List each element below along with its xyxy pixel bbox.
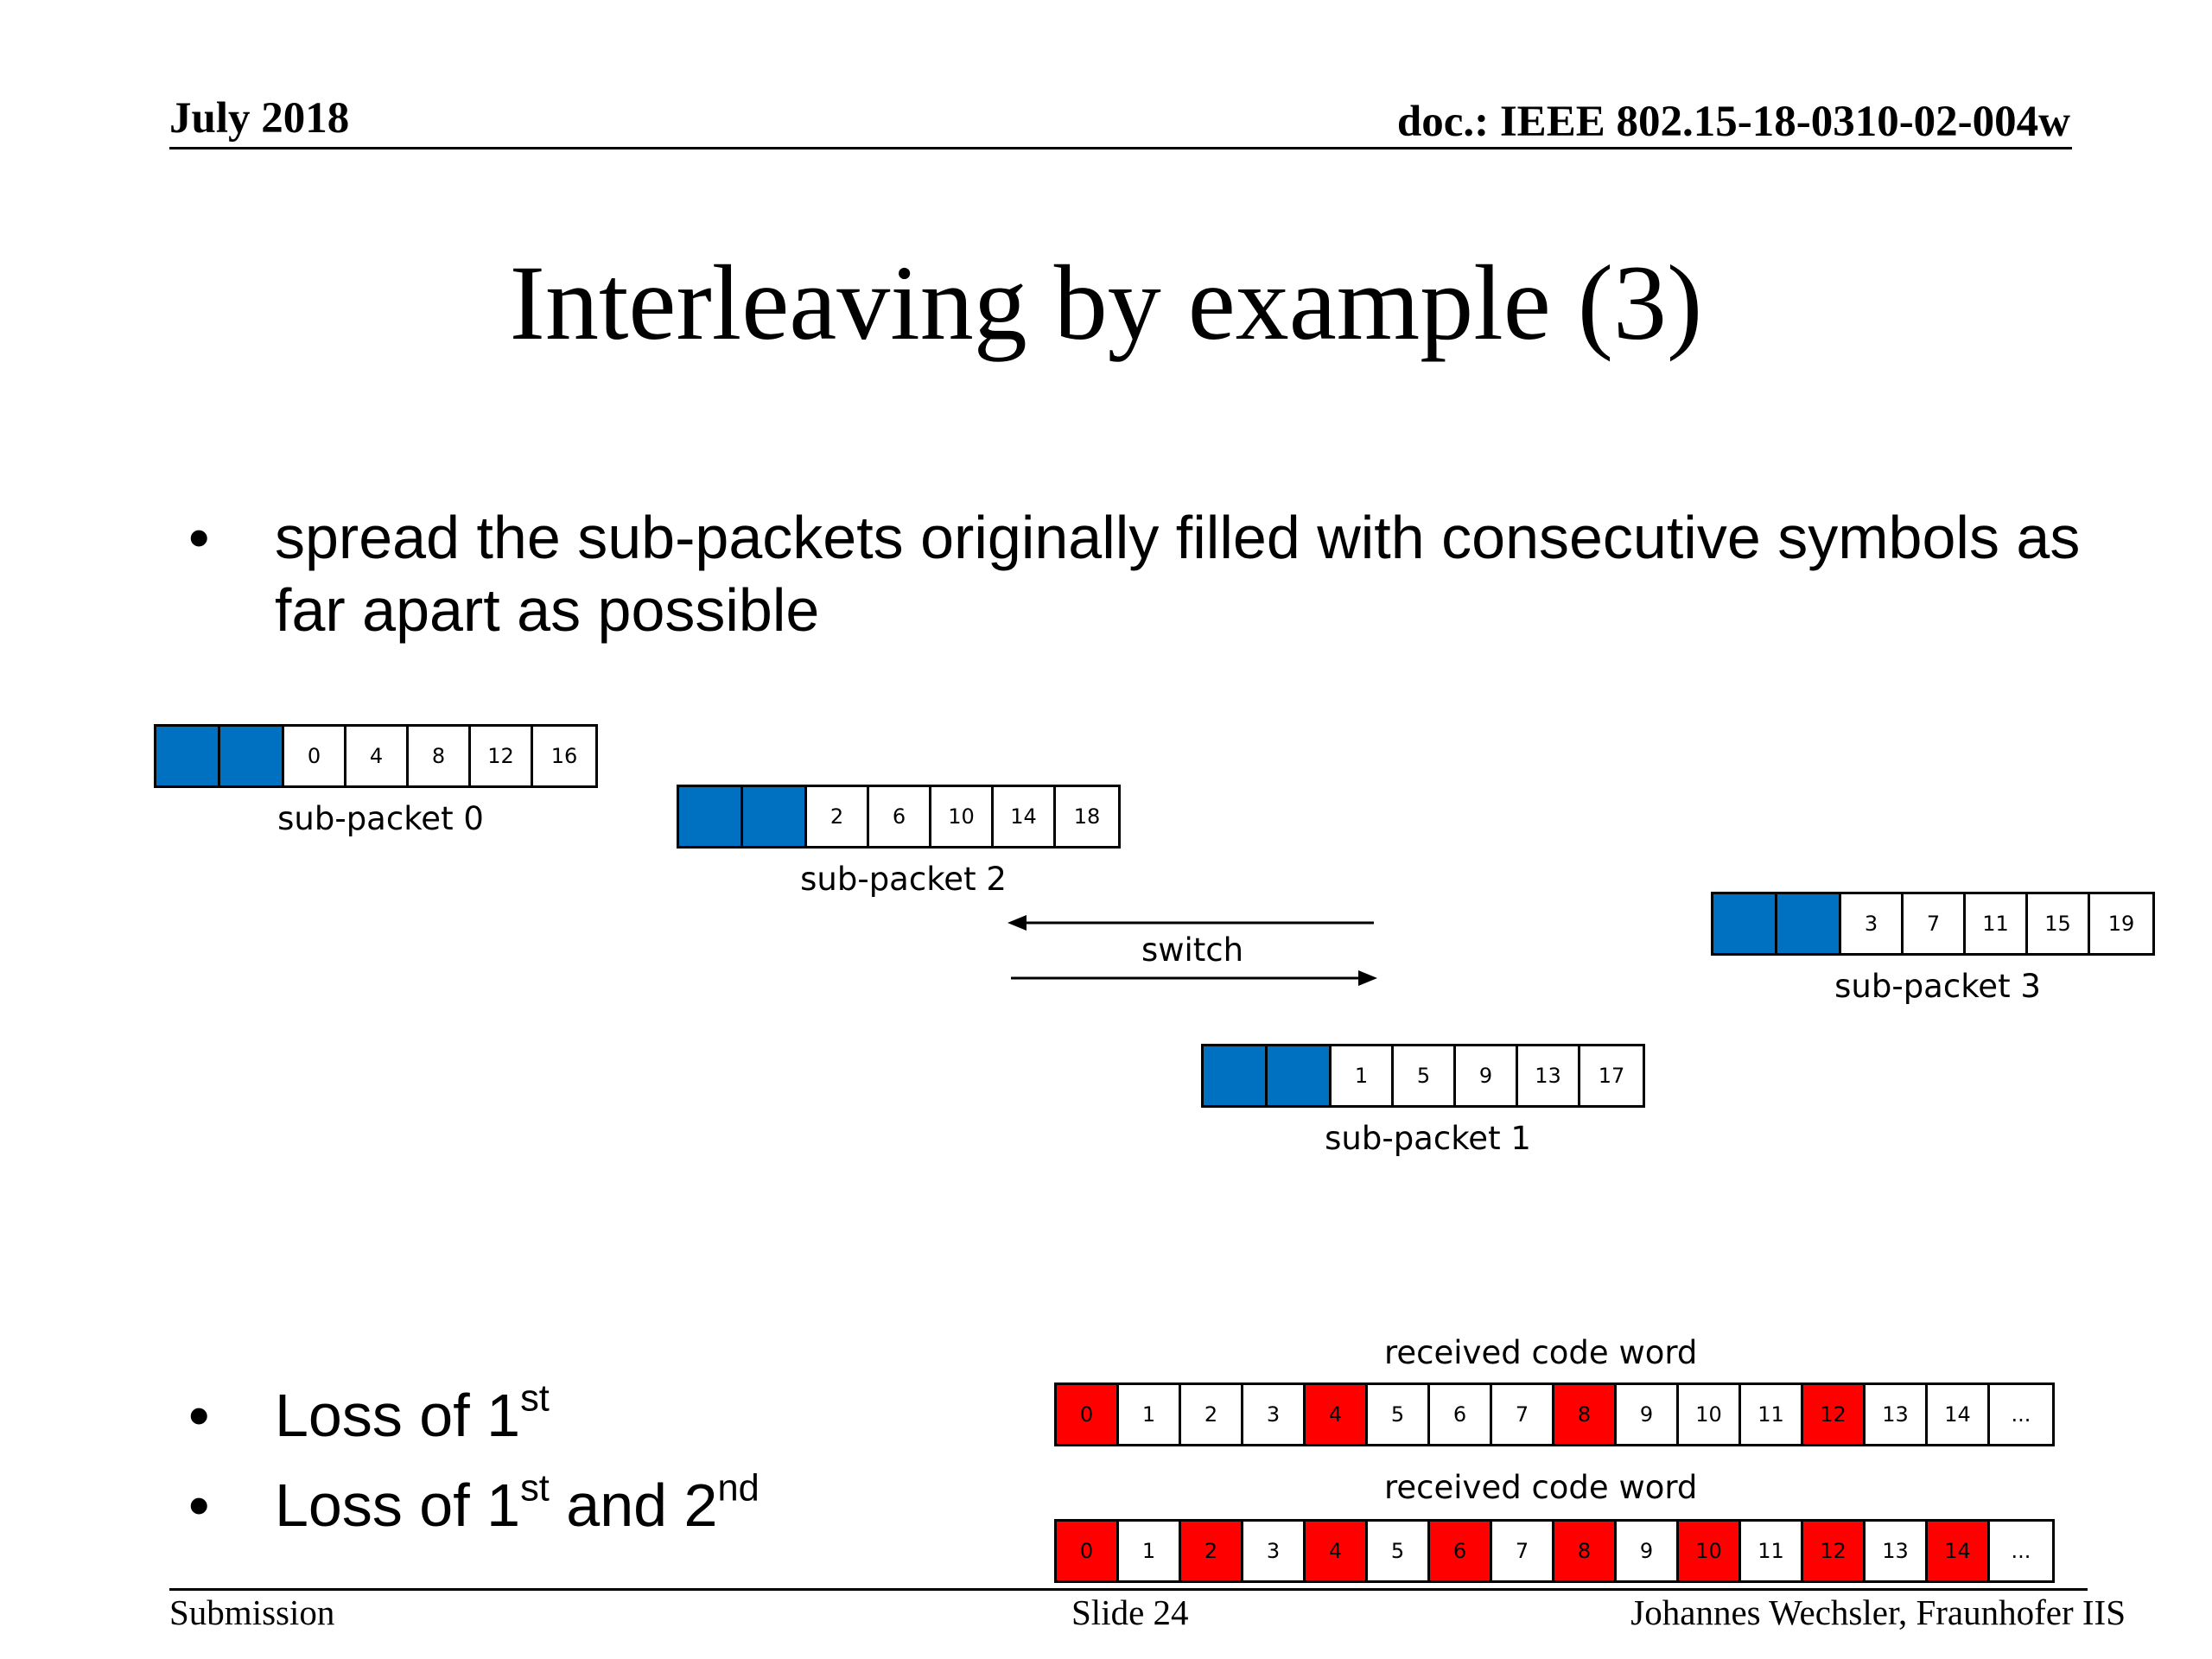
lost-symbol-cell: 4 xyxy=(1306,1522,1368,1580)
symbol-cell: 17 xyxy=(1580,1046,1643,1105)
symbol-cell: 13 xyxy=(1866,1385,1928,1444)
subpacket-3-label: sub-packet 3 xyxy=(1834,968,2041,1005)
lost-symbol-cell: 14 xyxy=(1928,1522,1990,1580)
symbol-cell: 5 xyxy=(1394,1046,1456,1105)
subpacket-header-block xyxy=(1777,894,1841,953)
footer-slide-number: Slide 24 xyxy=(1071,1592,1189,1632)
symbol-cell: 15 xyxy=(2028,894,2090,953)
symbol-cell: 8 xyxy=(409,727,471,785)
symbol-cell: 16 xyxy=(533,727,595,785)
subpacket-0-label: sub-packet 0 xyxy=(277,800,484,837)
symbol-cell: 5 xyxy=(1368,1385,1430,1444)
lost-symbol-cell: 8 xyxy=(1554,1522,1617,1580)
symbol-cell: 12 xyxy=(471,727,533,785)
bullet-loss-text-2: and 2 xyxy=(549,1471,718,1539)
lost-symbol-cell: 12 xyxy=(1803,1522,1866,1580)
subpacket-header-block xyxy=(156,727,220,785)
symbol-cell: 14 xyxy=(1928,1385,1990,1444)
footer-author: Johannes Wechsler, Fraunhofer IIS xyxy=(1630,1592,2126,1632)
lost-symbol-cell: 4 xyxy=(1306,1385,1368,1444)
symbol-cell: 9 xyxy=(1617,1522,1679,1580)
bullet-marker: • xyxy=(188,1382,210,1449)
switch-arrows xyxy=(1007,915,1377,986)
symbol-cell: 11 xyxy=(1966,894,2028,953)
slide-title: Interleaving by example (3) xyxy=(509,244,1703,362)
bullet-loss-text-1: Loss of 1 xyxy=(275,1471,521,1539)
subpacket-header-block xyxy=(220,727,284,785)
bullet-marker: • xyxy=(188,504,210,571)
symbol-cell: 13 xyxy=(1866,1522,1928,1580)
symbol-cell: 11 xyxy=(1741,1522,1803,1580)
symbol-cell: 7 xyxy=(1904,894,1966,953)
lost-symbol-cell: 6 xyxy=(1430,1522,1492,1580)
symbol-cell: 0 xyxy=(284,727,346,785)
header-divider xyxy=(169,147,2072,149)
lost-symbol-cell: 8 xyxy=(1554,1385,1617,1444)
lost-symbol-cell: 0 xyxy=(1057,1385,1119,1444)
symbol-cell: 7 xyxy=(1492,1522,1554,1580)
symbol-cell: 9 xyxy=(1617,1385,1679,1444)
symbol-cell: 2 xyxy=(807,787,869,846)
lost-symbol-cell: 2 xyxy=(1181,1522,1243,1580)
symbol-cell: 10 xyxy=(1679,1385,1741,1444)
symbol-cell: 4 xyxy=(346,727,409,785)
lost-symbol-cell: 12 xyxy=(1803,1385,1866,1444)
switch-arrowhead-left xyxy=(1007,915,1027,931)
subpacket-2-label: sub-packet 2 xyxy=(800,861,1007,898)
subpacket-header-block xyxy=(1268,1046,1332,1105)
symbol-cell: 5 xyxy=(1368,1522,1430,1580)
symbol-cell: 18 xyxy=(1056,787,1118,846)
bullet-spread: • spread the sub-packets originally fill… xyxy=(188,501,2089,646)
switch-label: switch xyxy=(1141,931,1244,969)
subpacket-header-block xyxy=(743,787,807,846)
switch-arrowhead-right xyxy=(1358,970,1377,986)
codeword-1-label: received code word xyxy=(1384,1334,1698,1371)
symbol-cell: 9 xyxy=(1456,1046,1518,1105)
symbol-cell: 3 xyxy=(1841,894,1904,953)
symbol-cell: 1 xyxy=(1119,1522,1181,1580)
lost-symbol-cell: 0 xyxy=(1057,1522,1119,1580)
subpacket-header-block xyxy=(1713,894,1777,953)
symbol-cell: 1 xyxy=(1332,1046,1394,1105)
footer-divider xyxy=(169,1588,2088,1591)
symbol-cell: 11 xyxy=(1741,1385,1803,1444)
symbol-cell: 10 xyxy=(931,787,994,846)
codeword-2-label: received code word xyxy=(1384,1469,1698,1506)
header-date: July 2018 xyxy=(169,94,350,143)
bullet-loss-first-second: • Loss of 1st and 2nd xyxy=(188,1467,760,1541)
bullet-loss-sup-2: nd xyxy=(717,1467,760,1510)
lost-symbol-cell: 10 xyxy=(1679,1522,1741,1580)
bullet-marker: • xyxy=(188,1471,210,1539)
subpacket-header-block xyxy=(1204,1046,1268,1105)
symbol-cell: 7 xyxy=(1492,1385,1554,1444)
symbol-cell: 3 xyxy=(1243,1385,1306,1444)
symbol-cell: 14 xyxy=(994,787,1056,846)
bullet-loss-first-text: Loss of 1 xyxy=(275,1382,521,1449)
symbol-cell: 13 xyxy=(1518,1046,1580,1105)
symbol-cell: 3 xyxy=(1243,1522,1306,1580)
bullet-loss-sup-1: st xyxy=(520,1467,550,1510)
symbol-cell: 2 xyxy=(1181,1385,1243,1444)
symbol-cell: 1 xyxy=(1119,1385,1181,1444)
subpacket-1-label: sub-packet 1 xyxy=(1325,1120,1531,1157)
bullet-loss-first-sup: st xyxy=(520,1377,550,1420)
subpacket-header-block xyxy=(679,787,743,846)
footer-submission: Submission xyxy=(169,1592,335,1632)
symbol-cell: ... xyxy=(1990,1385,2052,1444)
bullet-spread-text: spread the sub-packets originally filled… xyxy=(275,504,2081,644)
bullet-loss-first: • Loss of 1st xyxy=(188,1377,550,1452)
symbol-cell: 6 xyxy=(869,787,931,846)
header-doc-id: doc.: IEEE 802.15-18-0310-02-004w xyxy=(1396,98,2070,146)
symbol-cell: ... xyxy=(1990,1522,2052,1580)
symbol-cell: 19 xyxy=(2090,894,2152,953)
symbol-cell: 6 xyxy=(1430,1385,1492,1444)
